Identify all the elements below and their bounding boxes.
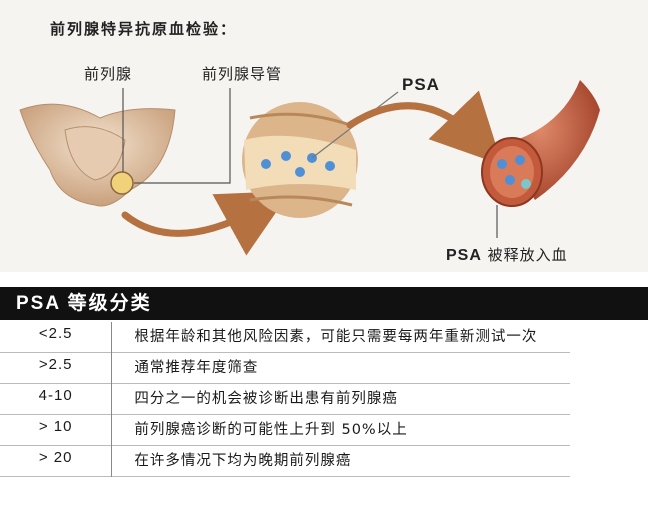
label-psa-released-suffix: 被释放入血: [481, 246, 568, 264]
label-prostate: 前列腺: [84, 65, 133, 83]
prostate-illustration: [19, 103, 176, 207]
diagram-heading: 前列腺特异抗原血检验：: [50, 20, 238, 38]
psa-classification-table: <2.5 根据年龄和其他风险因素，可能只需要每两年重新测试一次 >2.5 通常推…: [0, 322, 570, 477]
table-row: 4-10 四分之一的机会被诊断出患有前列腺癌: [0, 383, 570, 415]
psa-description: 根据年龄和其他风险因素，可能只需要每两年重新测试一次: [134, 329, 538, 345]
psa-dot: [515, 155, 525, 165]
psa-description: 前列腺癌诊断的可能性上升到 50%以上: [134, 422, 408, 438]
psa-description: 通常推荐年度筛查: [134, 360, 259, 376]
table-row: > 10 前列腺癌诊断的可能性上升到 50%以上: [0, 414, 570, 446]
psa-level: > 10: [0, 414, 113, 446]
psa-dot: [521, 179, 531, 189]
psa-level: 4-10: [0, 383, 113, 415]
psa-description: 四分之一的机会被诊断出患有前列腺癌: [134, 391, 398, 407]
psa-dot: [505, 175, 515, 185]
arrow-prostate-to-duct: [121, 191, 291, 256]
label-psa: PSA: [402, 75, 440, 94]
psa-level: <2.5: [0, 322, 113, 353]
label-psa-released-prefix: PSA: [446, 247, 482, 264]
blood-vessel: [481, 80, 600, 207]
psa-diagram: [19, 80, 600, 256]
table-row: > 20 在许多情况下均为晚期前列腺癌: [0, 445, 570, 477]
table-row: <2.5 根据年龄和其他风险因素，可能只需要每两年重新测试一次: [0, 322, 570, 353]
psa-level: >2.5: [0, 352, 113, 384]
psa-dot: [497, 159, 507, 169]
psa-classification-title: PSA 等级分类: [0, 287, 648, 320]
arrow-duct-to-blood: [346, 90, 503, 166]
prostate-duct-highlight: [110, 171, 134, 195]
psa-dot: [261, 159, 271, 169]
table-row: >2.5 通常推荐年度筛查: [0, 352, 570, 384]
label-prostate-duct: 前列腺导管: [202, 65, 283, 83]
label-psa-released: PSA 被释放入血: [446, 244, 568, 265]
duct-magnified: [242, 102, 358, 218]
psa-dot: [325, 161, 335, 171]
psa-level: > 20: [0, 445, 113, 477]
psa-description: 在许多情况下均为晚期前列腺癌: [134, 453, 352, 469]
psa-dot: [295, 167, 305, 177]
psa-dot: [281, 151, 291, 161]
